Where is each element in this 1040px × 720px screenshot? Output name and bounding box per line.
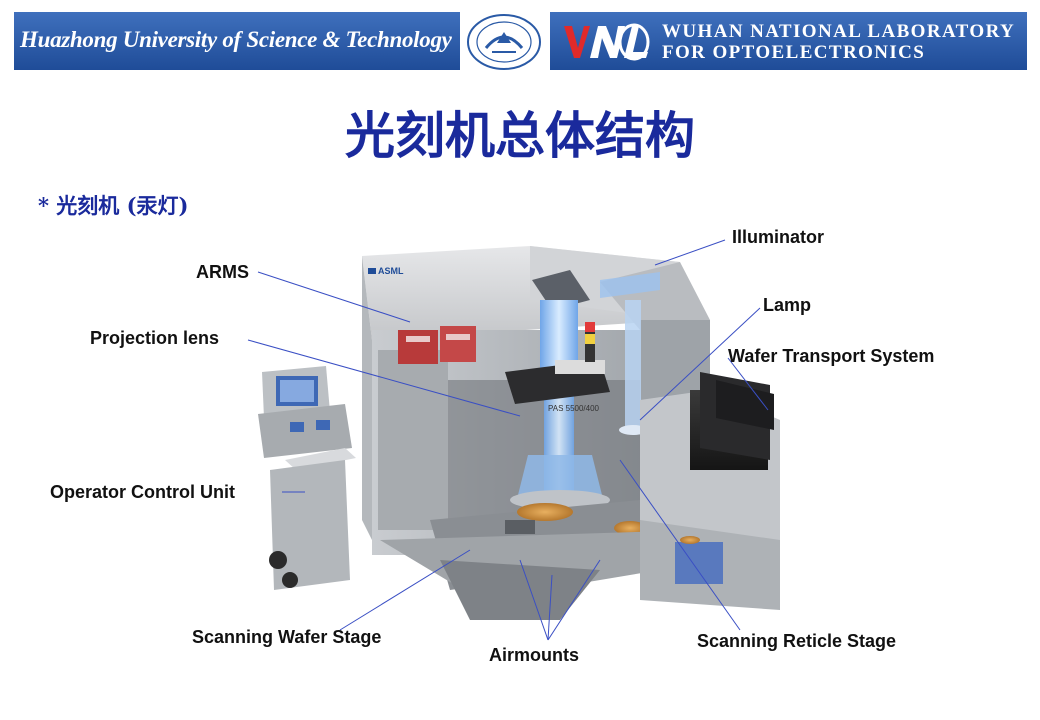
asml-logo: ASML (368, 266, 404, 276)
operator-control-unit (258, 366, 356, 590)
callout-operator-control-unit: Operator Control Unit (50, 482, 235, 502)
callout-scanning-wafer-stage: Scanning Wafer Stage (192, 627, 382, 647)
callout-illuminator: Illuminator (732, 227, 825, 247)
page-subtitle: * 光刻机 (汞灯) (38, 193, 189, 218)
callout-airmounts: Airmounts (489, 645, 579, 665)
university-seal-icon (467, 14, 541, 70)
callout-lines (247, 239, 769, 641)
callout-scanning-reticle-stage: Scanning Reticle Stage (697, 631, 897, 651)
page-title: 光刻机总体结构 (345, 107, 695, 165)
wnlo-logo-icon (564, 23, 650, 61)
callout-projection-lens: Projection lens (90, 328, 220, 348)
svg-text:PAS 5500/400: PAS 5500/400 (548, 404, 600, 413)
lab-name-line2: FOR OPTOELECTRONICS (662, 42, 926, 63)
callout-wafer-transport-system: Wafer Transport System (728, 346, 935, 366)
callout-arms: ARMS (196, 262, 249, 282)
lab-banner: WUHAN NATIONAL LABORATORY FOR OPTOELECTR… (550, 12, 1027, 70)
university-banner: Huazhong University of Science & Technol… (14, 12, 460, 70)
arms-module (398, 326, 476, 364)
wafer-transport-system (640, 372, 780, 610)
svg-text:ASML: ASML (378, 266, 404, 276)
callout-lamp: Lamp (763, 295, 812, 315)
lab-name-line1: WUHAN NATIONAL LABORATORY (662, 21, 1016, 42)
university-name: Huazhong University of Science & Technol… (20, 27, 452, 52)
projection-lens: PAS 5500/400 (505, 322, 610, 510)
